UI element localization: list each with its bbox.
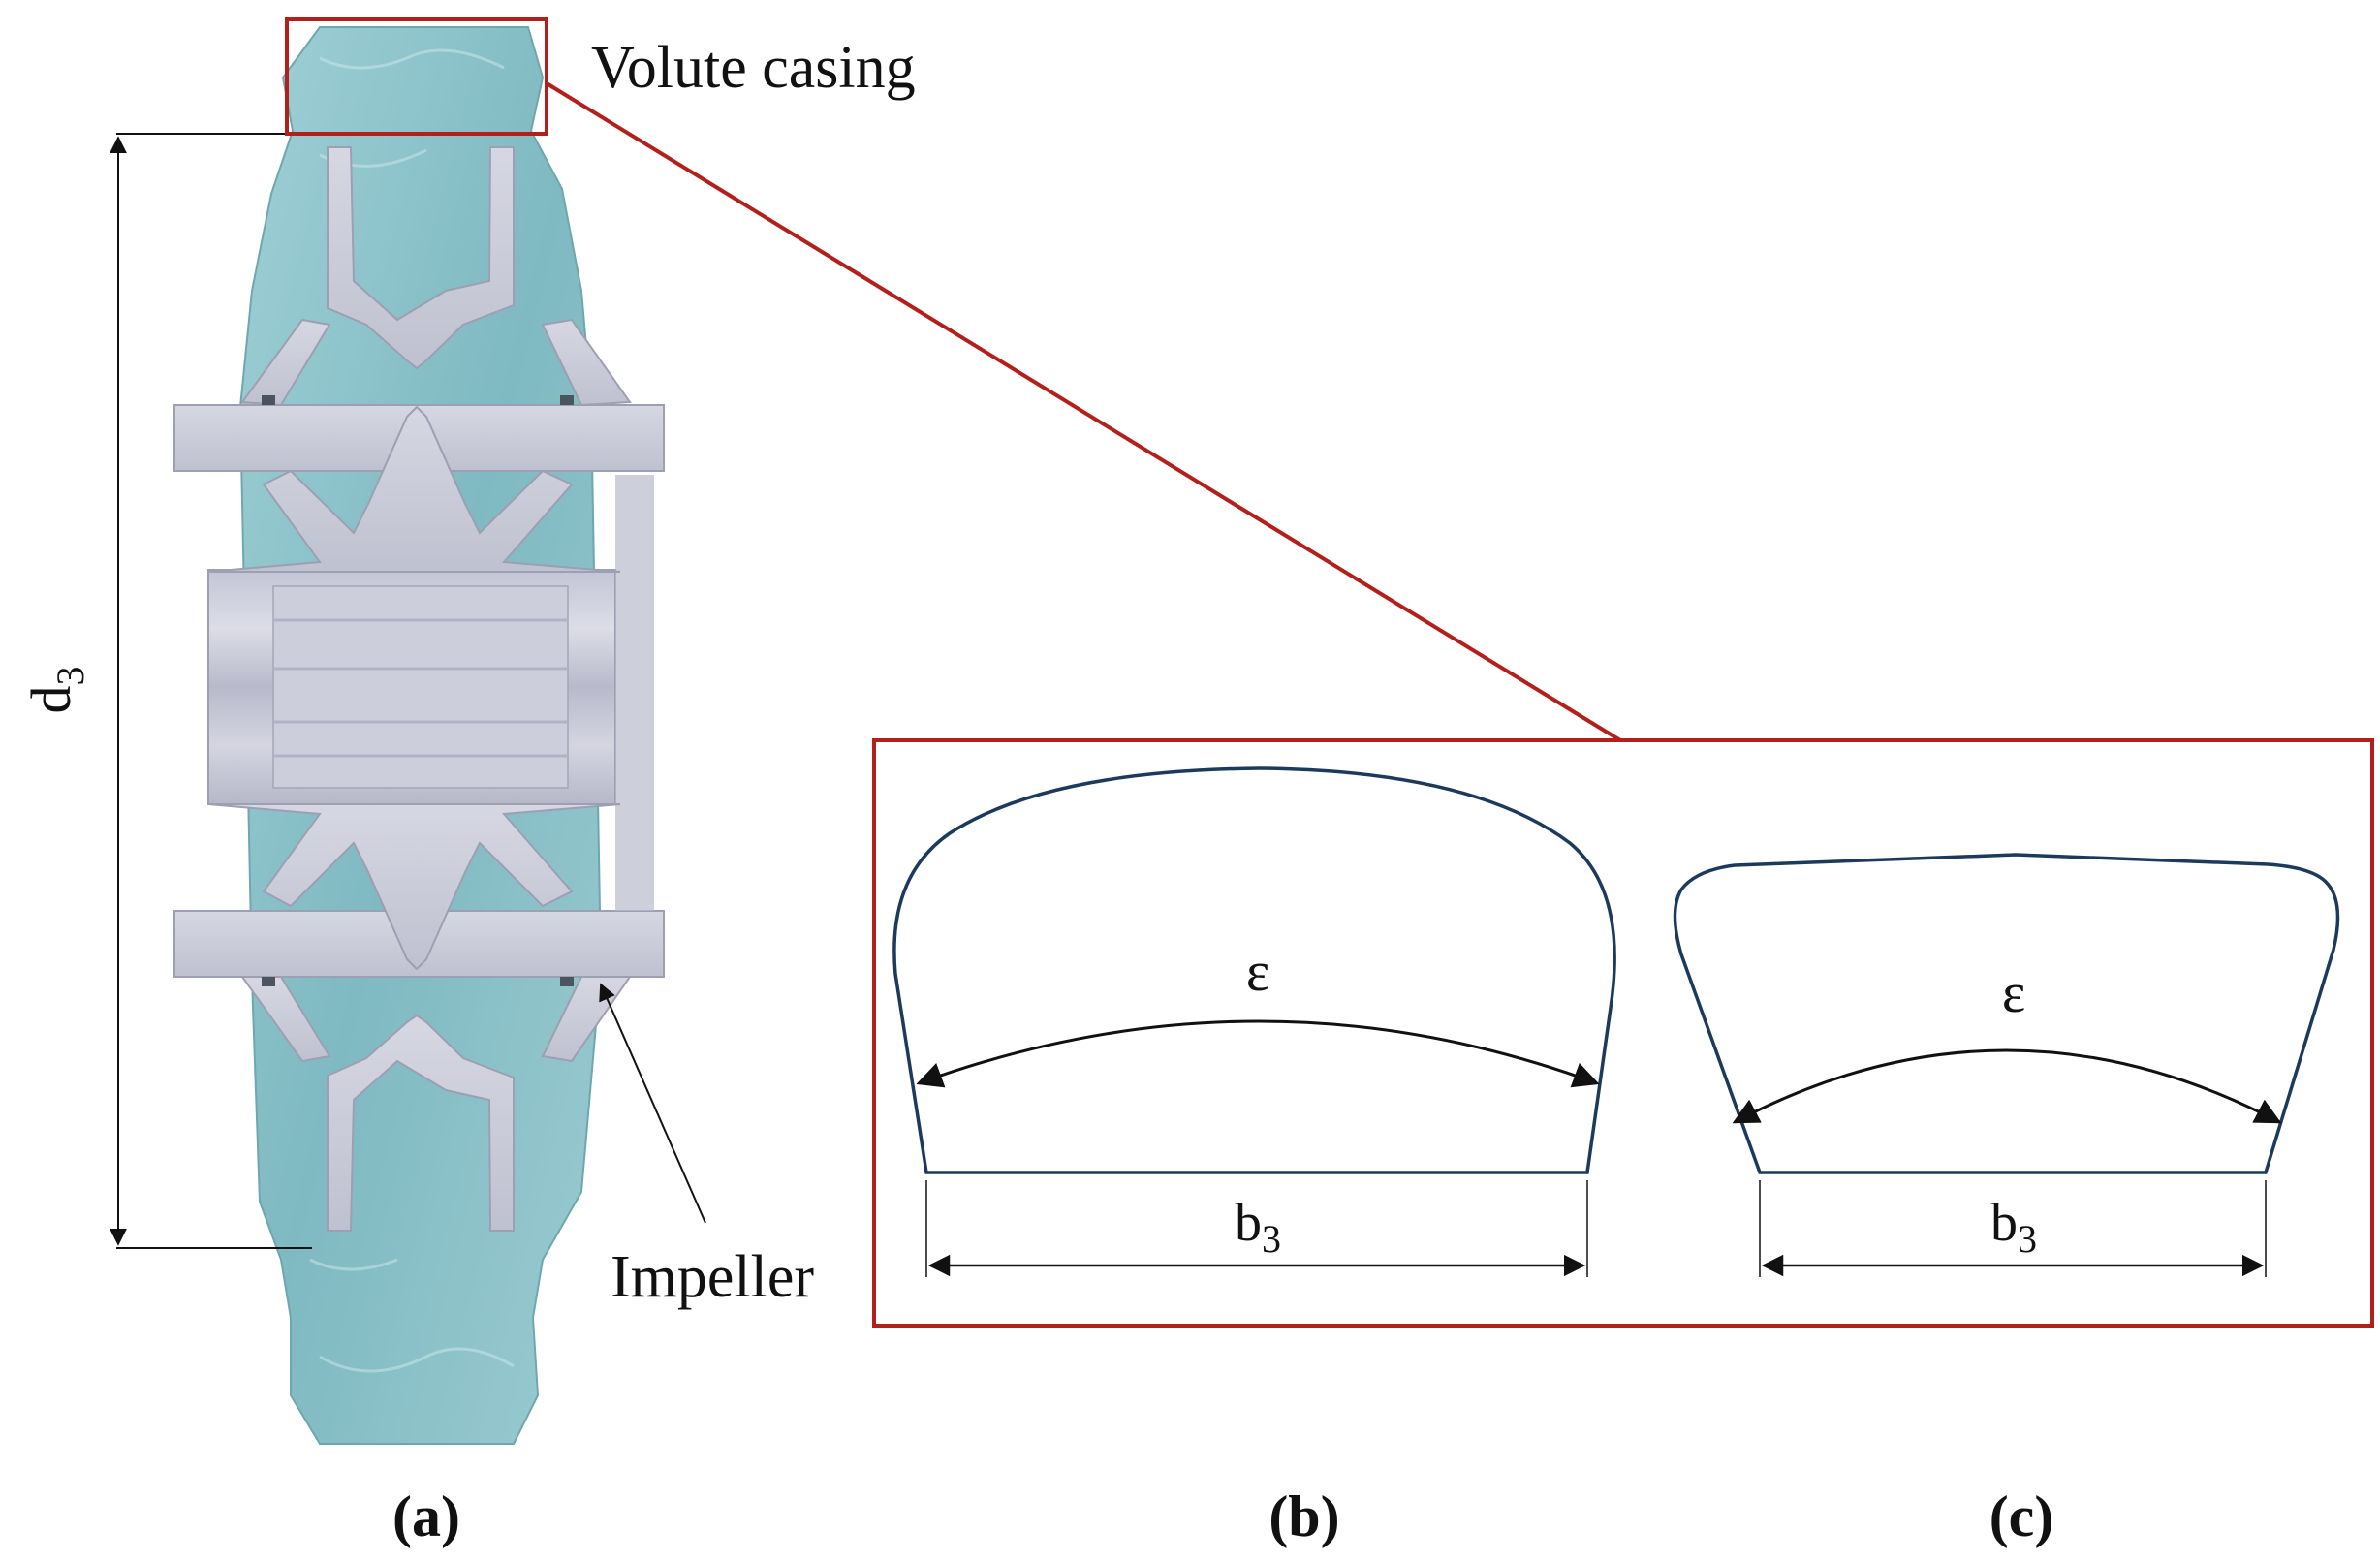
hub-bore	[272, 585, 569, 789]
caption-c: (c)	[1989, 1484, 2054, 1548]
profile-b-width-label: b3	[1235, 1193, 1281, 1261]
hub-right-edge	[615, 475, 654, 911]
profile-c-angle-arc	[1732, 1048, 2282, 1124]
caption-a: (a)	[392, 1484, 460, 1548]
profile-b-angle-arc	[916, 1019, 1600, 1088]
profile-c-angle-label: ε	[2002, 961, 2025, 1024]
svg-text:d3: d3	[19, 667, 92, 714]
profile-b-outline	[892, 766, 1616, 1174]
impeller-blades-upper	[207, 146, 632, 573]
profile-b: ε b3	[892, 766, 1616, 1277]
profile-c: ε b3	[1673, 853, 2340, 1277]
detail-frame	[872, 738, 2374, 1328]
diameter-label-sub: 3	[48, 667, 92, 686]
profile-b-angle-label: ε	[1246, 940, 1269, 1003]
zoom-callout-line	[545, 81, 1622, 742]
pump-cross-section	[173, 26, 665, 1445]
impeller-label: Impeller	[611, 1244, 814, 1310]
profile-c-outline	[1673, 853, 2340, 1174]
hub-grooves	[273, 618, 568, 758]
volute-casing-label: Volute casing	[591, 35, 916, 101]
diameter-dimension	[110, 133, 312, 1249]
diameter-label: d3	[19, 667, 92, 714]
diameter-label-main: d	[19, 686, 82, 714]
impeller-pointer	[599, 983, 706, 1224]
volute-highlight-box	[285, 17, 548, 136]
profile-c-width-label: b3	[1990, 1193, 2037, 1261]
caption-b: (b)	[1268, 1484, 1339, 1548]
seal-marks	[262, 395, 574, 986]
